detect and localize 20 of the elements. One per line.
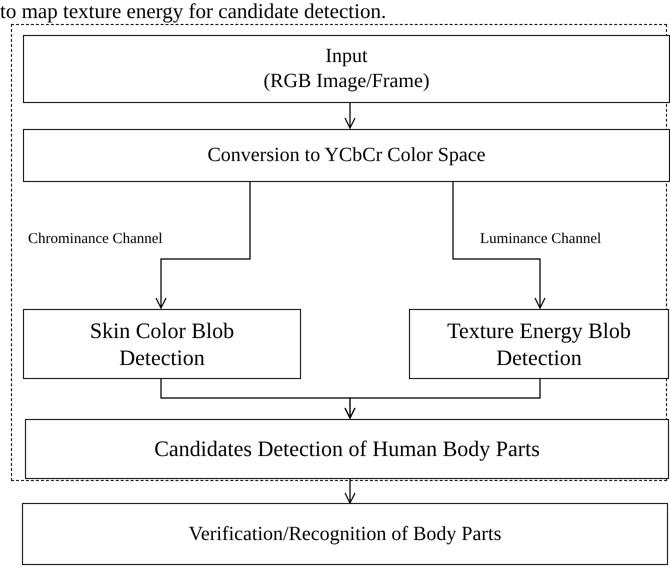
arrow xyxy=(452,181,546,309)
box-text: Candidates Detection of Human Body Parts xyxy=(154,435,540,463)
box-text: Conversion to YCbCr Color Space xyxy=(207,143,486,168)
box-text: Verification/Recognition of Body Parts xyxy=(188,522,502,546)
box-text: Input xyxy=(325,44,368,69)
process-box xyxy=(409,309,669,379)
process-box xyxy=(22,503,668,565)
arrow xyxy=(155,181,251,309)
process-box xyxy=(23,309,301,379)
arrow xyxy=(344,102,356,129)
arrow xyxy=(344,378,541,419)
arrow xyxy=(344,478,356,504)
box-text: (RGB Image/Frame) xyxy=(263,69,430,94)
process-box xyxy=(23,35,670,103)
process-box xyxy=(23,129,670,182)
dashed-group-border xyxy=(11,24,667,481)
box-text: Texture Energy Blob Detection xyxy=(446,316,632,372)
process-box xyxy=(25,419,669,479)
box-text: Skin Color Blob Detection xyxy=(88,316,236,372)
note-text: to map texture energy for candidate detection. xyxy=(0,0,386,22)
